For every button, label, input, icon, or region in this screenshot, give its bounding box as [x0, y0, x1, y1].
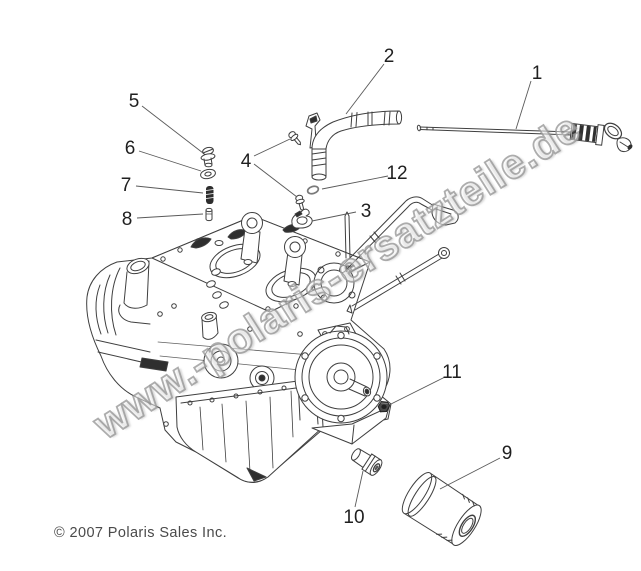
- leader-line-11: [388, 376, 446, 406]
- callout-6: 6: [125, 138, 136, 159]
- breather-hose-drawing: [305, 110, 403, 181]
- callout-4: 4: [241, 151, 252, 172]
- callout-10: 10: [343, 507, 364, 528]
- washer-drawing: [200, 168, 216, 180]
- leader-line-10: [354, 470, 364, 508]
- oil-filter-drawing: [401, 472, 482, 546]
- leader-line-4b: [253, 163, 298, 198]
- spring-drawing: [205, 186, 214, 204]
- callout-5: 5: [129, 91, 140, 112]
- leader-line-5: [141, 105, 204, 154]
- callout-1: 1: [532, 63, 543, 84]
- leader-lines: [135, 63, 532, 508]
- leader-line-12: [321, 175, 389, 190]
- o-ring-drawing: [306, 185, 320, 195]
- leader-line-9: [439, 457, 501, 490]
- pin-drawing: [205, 207, 213, 222]
- copyright-text: © 2007 Polaris Sales Inc.: [54, 525, 228, 541]
- leader-line-6: [138, 150, 202, 172]
- callout-3: 3: [361, 201, 372, 222]
- dipstick-drawing: [416, 122, 633, 152]
- callout-11: 11: [442, 362, 462, 383]
- callout-labels: 1 2 3 4 5 6 7 8 9 10 11 12: [121, 46, 543, 528]
- callout-12: 12: [386, 163, 407, 184]
- leader-line-8: [136, 213, 204, 219]
- callout-8: 8: [122, 209, 133, 230]
- leader-line-7: [135, 185, 204, 194]
- nut-drawing: [377, 400, 391, 413]
- fitting-drawing: [350, 448, 383, 476]
- mounting-bolts-drawing: [288, 131, 305, 212]
- callout-7: 7: [121, 175, 132, 196]
- bracket-drawing: [291, 208, 313, 229]
- engine-crankcase-drawing: [86, 196, 459, 483]
- callout-2: 2: [384, 46, 395, 67]
- leader-line-2: [345, 63, 385, 115]
- leader-line-4a: [253, 138, 291, 157]
- plug-bolt-drawing: [200, 146, 216, 168]
- leader-line-3: [311, 211, 357, 222]
- leader-line-1: [515, 80, 532, 130]
- callout-9: 9: [502, 443, 513, 464]
